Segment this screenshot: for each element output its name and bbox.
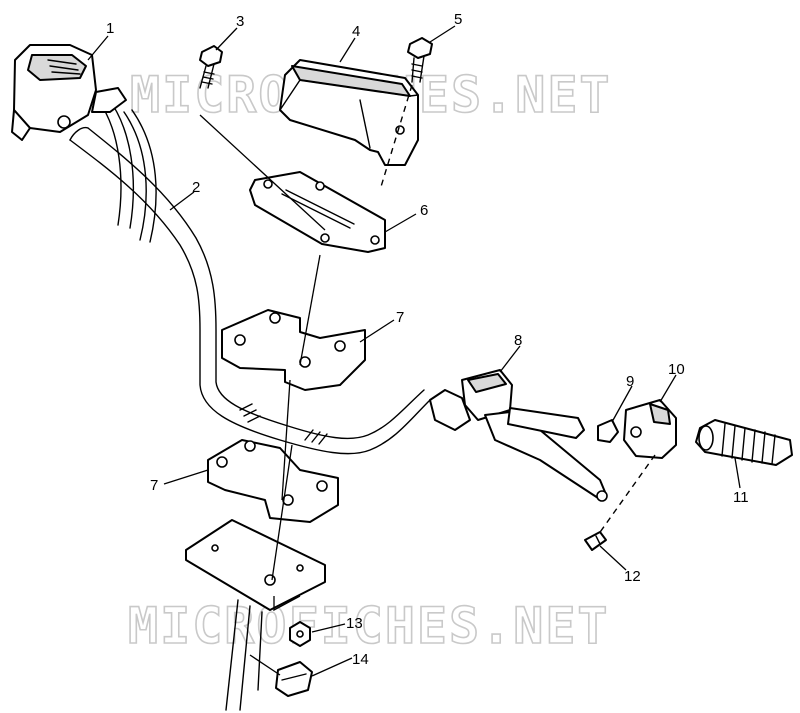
bolt-5 [407, 37, 433, 83]
callout-labels: 1 2 3 4 5 6 7 7 8 9 10 11 12 13 14 [106, 11, 749, 668]
callout-7-lower: 7 [150, 477, 158, 494]
callout-8: 8 [514, 332, 522, 349]
nut-13 [289, 621, 311, 647]
callout-11: 11 [733, 489, 749, 506]
handlebar [69, 126, 431, 455]
callout-10: 10 [668, 361, 685, 378]
callout-12: 12 [624, 568, 641, 585]
callout-leaders [87, 25, 741, 677]
throttle-housing [11, 44, 127, 141]
callout-2: 2 [192, 179, 200, 196]
callout-13: 13 [346, 615, 363, 632]
bolt-3 [199, 45, 223, 89]
callout-14: 14 [352, 651, 369, 668]
steering-shaft [225, 599, 263, 711]
switch-housing [623, 399, 677, 459]
steering-plate [185, 519, 326, 611]
assembly-lines [199, 84, 656, 676]
hand-grip [695, 419, 793, 466]
end-plug [597, 419, 619, 443]
lower-clamp [207, 439, 339, 523]
watermark-bottom: MICROFICHES.NET [128, 597, 610, 655]
callout-3: 3 [236, 13, 244, 30]
upper-clamp [221, 309, 366, 391]
callout-7-upper: 7 [396, 309, 404, 326]
handlebar-cover [279, 59, 419, 166]
screw-12 [584, 531, 607, 551]
cable-clip [275, 661, 313, 697]
callout-5: 5 [454, 11, 462, 28]
callout-6: 6 [420, 202, 428, 219]
master-cylinder [429, 369, 608, 502]
callout-4: 4 [352, 23, 360, 40]
callout-1: 1 [106, 20, 114, 37]
callout-9: 9 [626, 373, 634, 390]
mounting-plate [249, 171, 386, 253]
